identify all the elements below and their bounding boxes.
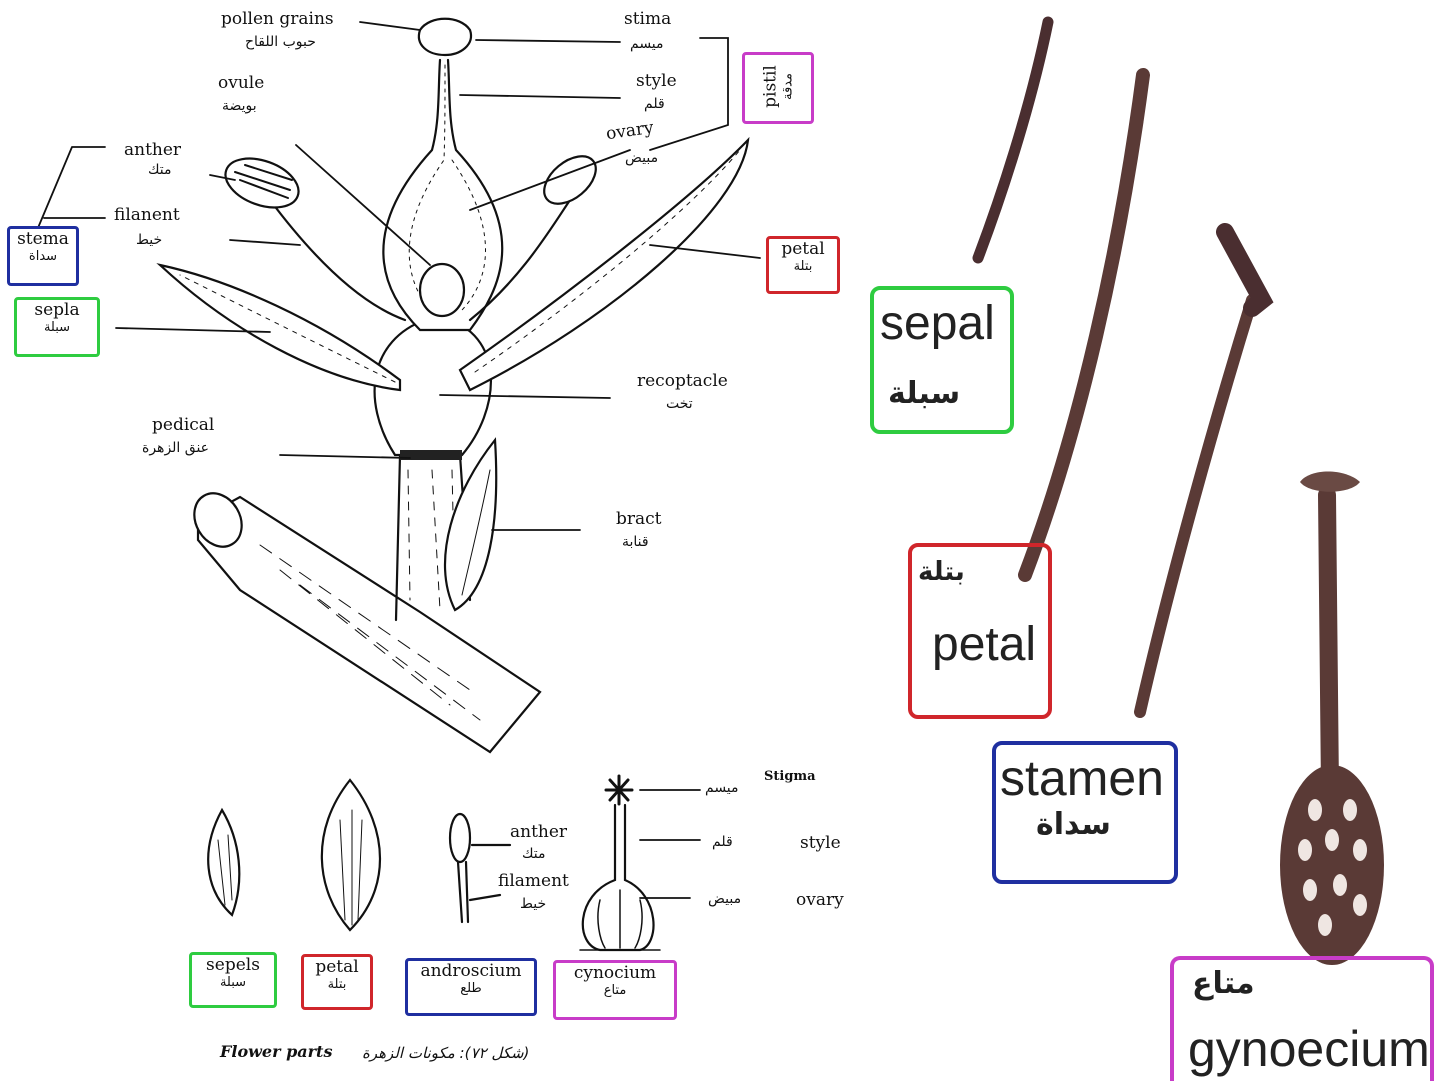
small-anther-ar-label: متك [522, 846, 546, 862]
sepal-photo-ar: سبلة [888, 376, 960, 411]
small-filament-label: filament [498, 872, 569, 891]
sepla-box-en: sepla [17, 300, 97, 320]
small-style-ar-label: قلم [712, 834, 733, 850]
recoptacle-ar-label: تخت [666, 396, 693, 412]
petal-small-box-ar: بتلة [304, 977, 370, 992]
stamen-photo-ar: سداة [1036, 807, 1111, 842]
filanent-ar-label: خيط [136, 232, 162, 248]
ovary-ar-label: مبيض [625, 150, 658, 166]
small-anther-label: anther [510, 823, 567, 842]
androscium-box-en: androscium [408, 961, 534, 981]
caption-arabic: (شكل ٧٢): مكونات الزهرة [362, 1044, 529, 1062]
gynoecium-style-photo [1327, 495, 1330, 790]
petal-photo-box: بتلة petal [908, 543, 1052, 719]
filanent-label: filanent [114, 206, 180, 225]
ovule-ar-label: بويضة [222, 98, 257, 114]
stema-box-en: stema [10, 229, 76, 249]
pistil-box-ar: مدقة [781, 54, 796, 120]
petal-photo-en: petal [932, 617, 1036, 672]
gynoecium-photo-box: متاع gynoecium [1170, 956, 1434, 1081]
petal-rod-photo [1025, 75, 1143, 575]
bract-label: bract [616, 510, 662, 529]
small-ovary-label: ovary [796, 891, 844, 910]
bract-drawing [445, 440, 496, 610]
small-petal-drawing [322, 780, 380, 930]
sepal-photo-box: sepal سبلة [870, 286, 1014, 434]
stamen-photo-en: stamen [1000, 749, 1164, 807]
caption-english: Flower parts [220, 1043, 332, 1061]
petal-box-en: petal [769, 239, 837, 259]
anther-ar-label: متك [148, 162, 172, 178]
gynoecium-photo-en: gynoecium [1188, 1020, 1430, 1078]
petal-small-box-en: petal [304, 957, 370, 977]
petal-photo-ar: بتلة [918, 557, 965, 587]
pistil-box: pistil مدقة [742, 52, 814, 124]
sepal-photo-en: sepal [880, 296, 995, 351]
petal-small-box: petal بتلة [301, 954, 373, 1010]
sepla-box: sepla سبلة [14, 297, 100, 357]
stema-box-ar: سداة [10, 249, 76, 264]
sepal-rod-photo [978, 22, 1048, 258]
anther-left-drawing [219, 149, 305, 216]
sepal-drawing [160, 265, 400, 390]
pistil-box-en: pistil [761, 54, 781, 120]
pollen-grains-ar-label: حبوب اللقاح [245, 34, 316, 50]
ovule-drawing [420, 264, 464, 316]
sepels-box: sepels سبلة [189, 952, 277, 1008]
petal-box-ar: بتلة [769, 259, 837, 274]
small-filament-drawing [458, 862, 468, 922]
small-stigma-label: Stigma [764, 770, 816, 784]
cynocium-box-en: cynocium [556, 963, 674, 983]
anther-right-drawing [535, 147, 604, 213]
style-ar-label: قلم [644, 96, 665, 112]
petal-box: petal بتلة [766, 236, 840, 294]
sepels-box-en: sepels [192, 955, 274, 975]
bract-ar-label: قنابة [622, 534, 649, 550]
small-filament-ar-label: خيط [520, 896, 546, 912]
stamen-photo-box: stamen سداة [992, 741, 1178, 884]
anther-label: anther [124, 141, 181, 160]
stima-label: stima [624, 10, 671, 29]
small-ovary-ar-label: مبيض [708, 891, 741, 907]
gynoecium-stigma-photo [1300, 472, 1360, 492]
stima-ar-label: ميسم [630, 36, 664, 52]
pedical-ar-label: عنق الزهرة [142, 440, 209, 456]
small-pistil-drawing [583, 805, 654, 950]
ovule-label: ovule [218, 74, 264, 93]
stamen-anther-photo [1225, 232, 1262, 308]
small-stigma-drawing [606, 776, 632, 804]
recoptacle-label: recoptacle [637, 372, 728, 391]
gynoecium-photo-ar: متاع [1192, 966, 1255, 1001]
cynocium-box: cynocium متاع [553, 960, 677, 1020]
small-stigma-ar-label: ميسم [705, 780, 739, 796]
androscium-box-ar: طلع [408, 981, 534, 996]
androscium-box: androscium طلع [405, 958, 537, 1016]
stema-box: stema سداة [7, 226, 79, 286]
cynocium-box-ar: متاع [556, 983, 674, 998]
pedical-label: pedical [152, 416, 214, 435]
small-sepal-drawing [208, 810, 239, 915]
small-style-label: style [800, 834, 841, 853]
stamen-rod-photo [1140, 300, 1252, 712]
sepels-box-ar: سبلة [192, 975, 274, 990]
gynoecium-ovary-photo [1280, 765, 1384, 965]
small-anther-drawing [450, 814, 470, 862]
style-label: style [636, 72, 677, 91]
stigma-drawing [419, 19, 471, 55]
pollen-grains-label: pollen grains [221, 10, 334, 29]
sepla-box-ar: سبلة [17, 320, 97, 335]
